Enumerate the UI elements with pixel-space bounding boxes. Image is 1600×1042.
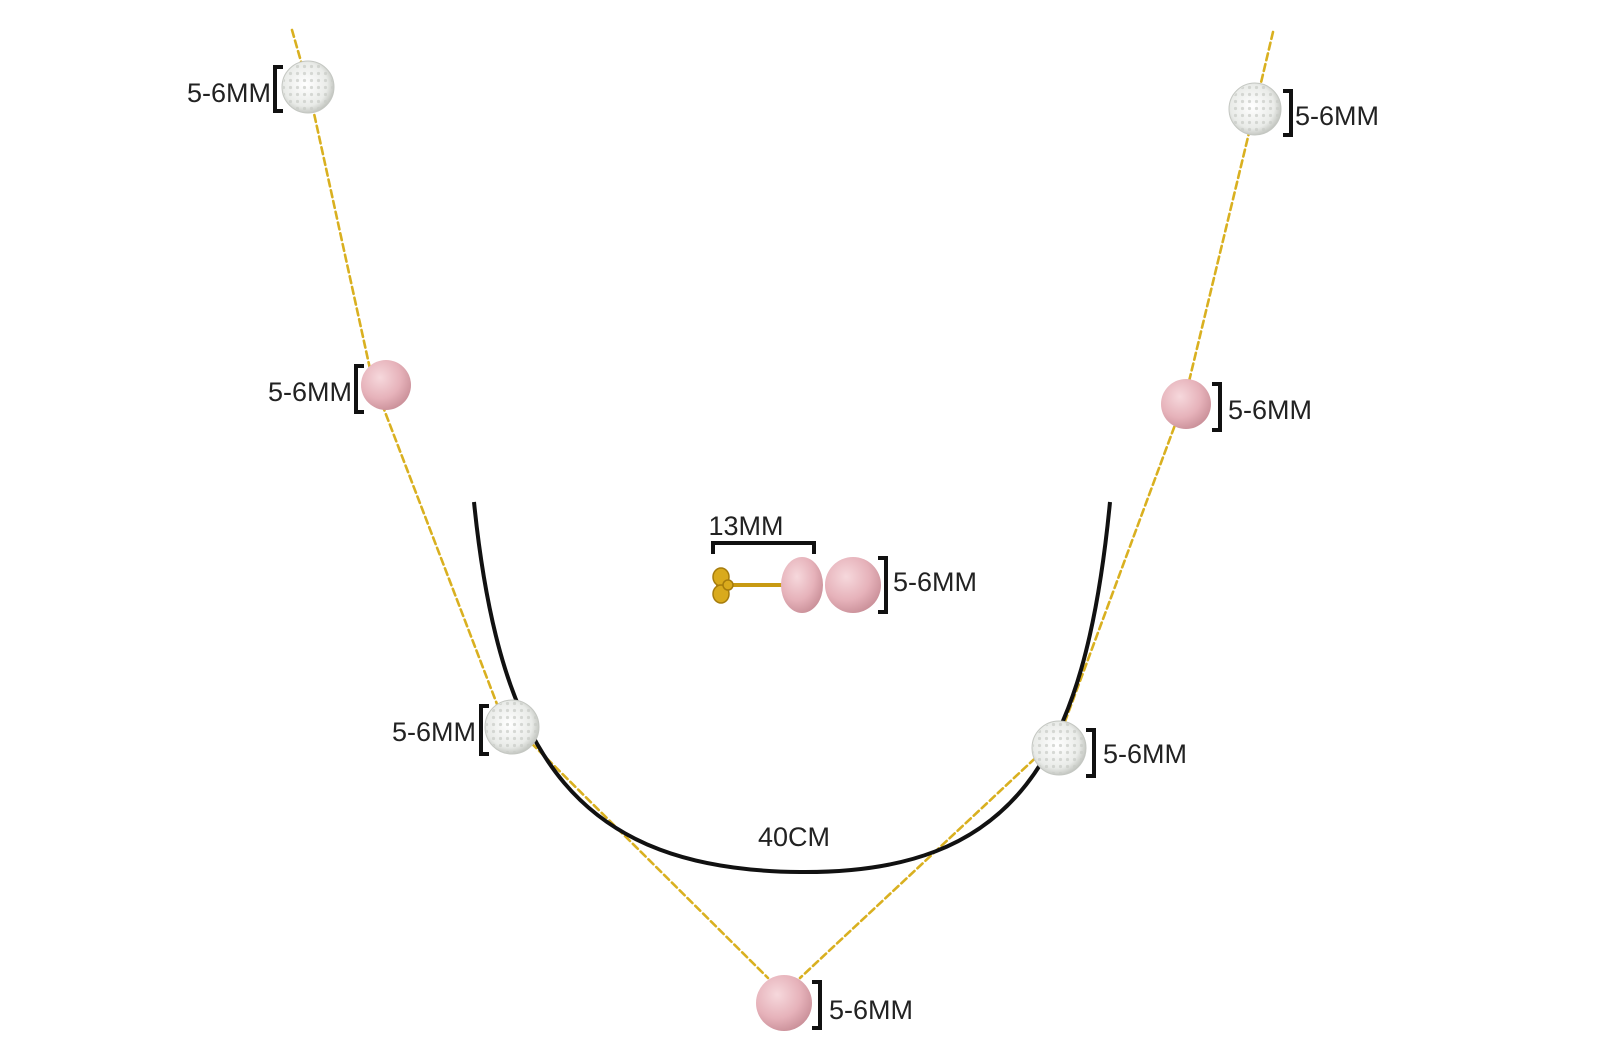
bead-pearl-bottom xyxy=(756,975,812,1031)
bead-size-label: 5-6MM xyxy=(1103,739,1187,769)
length-label: 40CM xyxy=(758,822,830,852)
chain-outer-right xyxy=(798,30,1275,980)
chain-outer-left xyxy=(290,28,770,980)
post-length-bracket xyxy=(711,541,816,554)
earring-size-bracket xyxy=(878,556,888,614)
bead-crystal-top-right xyxy=(1228,82,1282,136)
bead-pearl-mid-left xyxy=(361,360,411,410)
bead-size-label: 5-6MM xyxy=(1228,395,1312,425)
bead-size-label: 5-6MM xyxy=(829,995,913,1025)
earring-size-label: 5-6MM xyxy=(893,567,977,597)
bead-crystal-low-right xyxy=(1031,720,1087,776)
bead-size-label: 5-6MM xyxy=(392,717,476,747)
size-brackets xyxy=(273,65,1293,1030)
earring-pearl-side xyxy=(781,557,823,613)
earring-pearl-front xyxy=(825,557,881,613)
bead-size-label: 5-6MM xyxy=(268,377,352,407)
bead-size-label: 5-6MM xyxy=(187,78,271,108)
bead-crystal-top-left xyxy=(281,60,335,114)
bead-pearl-mid-right xyxy=(1161,379,1211,429)
earring-pair: 13MM 5-6MM xyxy=(708,511,977,614)
earring-back xyxy=(712,567,734,604)
post-length-label: 13MM xyxy=(708,511,783,541)
length-curve xyxy=(472,501,1112,875)
bead-size-label: 5-6MM xyxy=(1295,101,1379,131)
bead-crystal-low-left xyxy=(484,699,540,755)
